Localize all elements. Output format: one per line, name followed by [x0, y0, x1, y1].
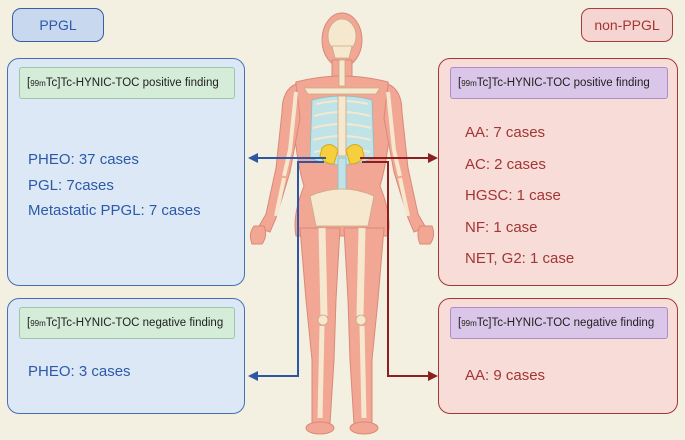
list-item: NF: 1 case — [465, 218, 538, 236]
non-ppgl-category-label: non-PPGL — [581, 8, 673, 42]
arrow-non-ppgl-negative — [362, 161, 438, 381]
list-item: HGSC: 1 case — [465, 187, 561, 204]
list-item: NET, G2: 1 case — [465, 250, 575, 267]
isotope-superscript: 99m — [461, 78, 477, 88]
tracer-open-bracket: [ — [27, 77, 31, 89]
isotope-superscript: 99m — [461, 318, 477, 328]
ppgl-negative-header-text: Tc]Tc-HYNIC-TOC negative finding — [45, 317, 224, 329]
list-item: PHEO: 37 cases — [28, 151, 139, 168]
tracer-open-bracket: [ — [458, 77, 462, 89]
list-item: Metastatic PPGL: 7 cases — [28, 202, 201, 219]
arrow-ppgl-negative — [248, 161, 324, 381]
list-item: PGL: 7cases — [28, 176, 114, 194]
adrenal-glands — [319, 144, 365, 165]
tracer-open-bracket: [ — [458, 317, 462, 329]
ppgl-positive-list: PHEO: 37 cases PGL: 7cases Metastatic PP… — [28, 147, 201, 224]
isotope-superscript: 99m — [30, 318, 46, 328]
ppgl-positive-header-text: Tc]Tc-HYNIC-TOC positive finding — [45, 77, 219, 89]
list-item: AC: 2 cases — [465, 155, 546, 173]
ppgl-negative-list: PHEO: 3 cases — [28, 363, 131, 380]
isotope-superscript: 99m — [30, 78, 46, 88]
non-ppgl-positive-list: AA: 7 cases AC: 2 cases HGSC: 1 case NF:… — [465, 117, 574, 275]
list-item: PHEO: 3 cases — [28, 363, 131, 380]
non-ppgl-positive-header-text: Tc]Tc-HYNIC-TOC positive finding — [476, 77, 650, 89]
non-ppgl-negative-list: AA: 9 cases — [465, 367, 545, 384]
list-item: AA: 7 cases — [465, 124, 546, 141]
non-ppgl-negative-header-text: Tc]Tc-HYNIC-TOC negative finding — [476, 317, 655, 329]
ppgl-category-label: PPGL — [12, 8, 104, 42]
list-item: AA: 9 cases — [465, 367, 546, 384]
tracer-open-bracket: [ — [27, 317, 31, 329]
